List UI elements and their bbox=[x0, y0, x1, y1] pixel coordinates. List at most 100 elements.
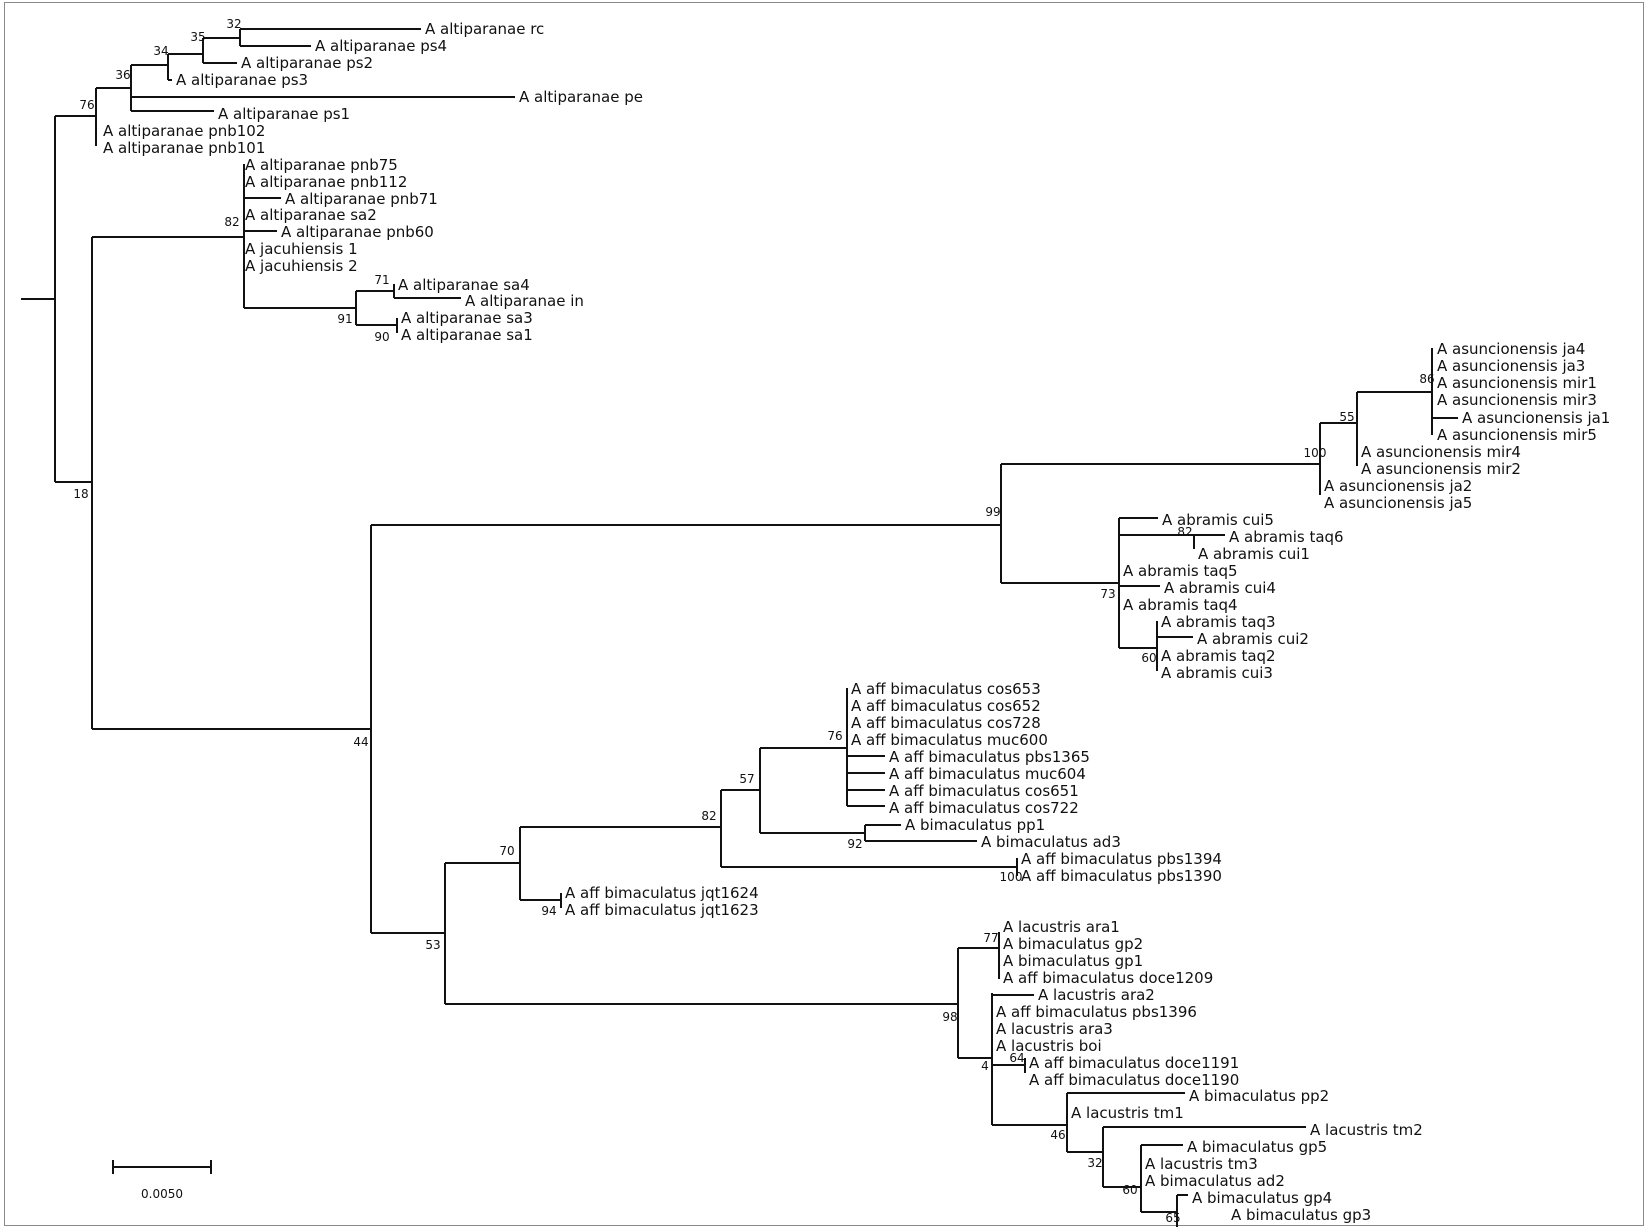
bootstrap-value: 73 bbox=[1100, 587, 1115, 601]
bootstrap-value: 57 bbox=[739, 772, 754, 786]
taxon-label: A aff bimaculatus cos653 bbox=[851, 680, 1041, 698]
taxon-label: A asuncionensis ja4 bbox=[1437, 340, 1585, 358]
taxon-label: A altiparanae pnb101 bbox=[103, 139, 265, 157]
taxon-label: A altiparanae sa2 bbox=[245, 206, 377, 224]
bootstrap-value: 100 bbox=[1304, 446, 1327, 460]
taxon-label: A bimaculatus ad2 bbox=[1145, 1172, 1285, 1190]
taxon-label: A bimaculatus gp5 bbox=[1187, 1138, 1327, 1156]
taxon-label: A lacustris tm2 bbox=[1310, 1121, 1423, 1139]
bootstrap-value: 44 bbox=[353, 735, 368, 749]
taxon-label: A abramis taq6 bbox=[1229, 528, 1344, 546]
bootstrap-value: 82 bbox=[701, 809, 716, 823]
taxon-label: A lacustris tm3 bbox=[1145, 1155, 1258, 1173]
taxon-label: A lacustris ara3 bbox=[996, 1020, 1113, 1038]
taxon-label: A aff bimaculatus cos722 bbox=[889, 799, 1079, 817]
taxon-label: A jacuhiensis 1 bbox=[245, 240, 358, 258]
taxon-label: A bimaculatus pp2 bbox=[1189, 1087, 1329, 1105]
bootstrap-value: 55 bbox=[1339, 410, 1354, 424]
taxon-label: A abramis taq5 bbox=[1123, 562, 1238, 580]
taxon-label: A bimaculatus gp2 bbox=[1003, 935, 1143, 953]
taxon-label: A altiparanae ps1 bbox=[218, 105, 350, 123]
taxon-label: A asuncionensis ja1 bbox=[1462, 409, 1610, 427]
bootstrap-value: 18 bbox=[73, 487, 88, 501]
bootstrap-value: 35 bbox=[190, 30, 205, 44]
taxon-label: A aff bimaculatus pbs1365 bbox=[889, 748, 1090, 766]
taxon-label: A altiparanae pnb102 bbox=[103, 122, 265, 140]
bootstrap-value: 82 bbox=[1177, 525, 1192, 539]
taxon-label: A lacustris ara1 bbox=[1003, 918, 1120, 936]
taxon-label: A aff bimaculatus cos652 bbox=[851, 697, 1041, 715]
taxon-label: A aff bimaculatus cos728 bbox=[851, 714, 1041, 732]
scale-bar-line bbox=[112, 1160, 212, 1174]
taxon-label: A asuncionensis ja3 bbox=[1437, 357, 1585, 375]
taxon-label: A asuncionensis mir2 bbox=[1361, 460, 1521, 478]
taxon-label: A aff bimaculatus jqt1624 bbox=[565, 884, 759, 902]
taxon-label: A altiparanae sa4 bbox=[398, 276, 530, 294]
taxon-label: A bimaculatus gp4 bbox=[1192, 1189, 1332, 1207]
taxon-label: A altiparanae pnb71 bbox=[285, 190, 438, 208]
taxon-label: A altiparanae pnb75 bbox=[245, 156, 398, 174]
taxon-label: A altiparanae sa3 bbox=[401, 309, 533, 327]
taxon-label: A altiparanae pnb112 bbox=[245, 173, 407, 191]
taxon-label: A asuncionensis mir3 bbox=[1437, 391, 1597, 409]
bootstrap-value: 71 bbox=[374, 273, 389, 287]
bootstrap-value: 36 bbox=[115, 68, 130, 82]
taxon-label: A altiparanae pnb60 bbox=[281, 223, 434, 241]
taxon-label: A aff bimaculatus muc600 bbox=[851, 731, 1048, 749]
bootstrap-values: 32 35 34 36 76 82 71 91 90 18 86 55 100 99 82 73 60 44 76 5… bbox=[73, 17, 1434, 1225]
taxon-label: A abramis taq3 bbox=[1161, 613, 1276, 631]
taxon-label: A altiparanae in bbox=[465, 292, 584, 310]
taxon-label: A bimaculatus gp1 bbox=[1003, 952, 1143, 970]
taxon-label: A altiparanae sa1 bbox=[401, 326, 533, 344]
taxon-label: A aff bimaculatus jqt1623 bbox=[565, 901, 759, 919]
bootstrap-value: 98 bbox=[942, 1010, 957, 1024]
taxon-label: A asuncionensis mir4 bbox=[1361, 443, 1521, 461]
bootstrap-value: 34 bbox=[153, 44, 168, 58]
taxon-label: A aff bimaculatus doce1191 bbox=[1029, 1054, 1239, 1072]
taxon-label: A aff bimaculatus pbs1390 bbox=[1021, 867, 1222, 885]
taxon-label: A bimaculatus gp3 bbox=[1231, 1206, 1371, 1224]
bootstrap-value: 76 bbox=[827, 729, 842, 743]
bootstrap-value: 82 bbox=[224, 215, 239, 229]
taxon-label: A bimaculatus pp1 bbox=[905, 816, 1045, 834]
bootstrap-value: 91 bbox=[337, 312, 352, 326]
taxon-label: A aff bimaculatus pbs1394 bbox=[1021, 850, 1222, 868]
bootstrap-value: 32 bbox=[1087, 1156, 1102, 1170]
taxon-label: A aff bimaculatus muc604 bbox=[889, 765, 1086, 783]
bootstrap-value: 77 bbox=[983, 931, 998, 945]
taxon-label: A asuncionensis ja5 bbox=[1324, 494, 1472, 512]
scale-bar: 0.0050 bbox=[112, 1160, 212, 1201]
bootstrap-value: 86 bbox=[1419, 372, 1434, 386]
bootstrap-value: 99 bbox=[985, 505, 1000, 519]
taxon-label: A abramis taq4 bbox=[1123, 596, 1238, 614]
bootstrap-value: 60 bbox=[1122, 1183, 1137, 1197]
bootstrap-value: 32 bbox=[226, 17, 241, 31]
taxon-label: A aff bimaculatus cos651 bbox=[889, 782, 1079, 800]
bootstrap-value: 4 bbox=[981, 1059, 989, 1073]
taxon-label: A abramis cui1 bbox=[1198, 545, 1310, 563]
bootstrap-value: 65 bbox=[1165, 1211, 1180, 1225]
taxon-label: A abramis cui5 bbox=[1162, 511, 1274, 529]
taxon-label: A asuncionensis mir1 bbox=[1437, 374, 1597, 392]
taxon-label: A aff bimaculatus pbs1396 bbox=[996, 1003, 1197, 1021]
taxon-label: A bimaculatus ad3 bbox=[981, 833, 1121, 851]
taxon-label: A altiparanae ps2 bbox=[241, 54, 373, 72]
bootstrap-value: 76 bbox=[79, 98, 94, 112]
bootstrap-value: 64 bbox=[1009, 1051, 1024, 1065]
bootstrap-value: 46 bbox=[1050, 1128, 1065, 1142]
taxon-label: A abramis cui2 bbox=[1197, 630, 1309, 648]
taxon-label: A abramis cui4 bbox=[1164, 579, 1276, 597]
bootstrap-value: 53 bbox=[425, 938, 440, 952]
bootstrap-value: 92 bbox=[847, 837, 862, 851]
taxon-label: A asuncionensis ja2 bbox=[1324, 477, 1472, 495]
tree-branches bbox=[21, 28, 1458, 1227]
taxon-label: A lacustris tm1 bbox=[1071, 1104, 1184, 1122]
bootstrap-value: 70 bbox=[499, 844, 514, 858]
taxon-label: A aff bimaculatus doce1190 bbox=[1029, 1071, 1239, 1089]
taxon-label: A altiparanae pe bbox=[519, 88, 643, 106]
taxon-label: A aff bimaculatus doce1209 bbox=[1003, 969, 1213, 987]
bootstrap-value: 90 bbox=[374, 330, 389, 344]
